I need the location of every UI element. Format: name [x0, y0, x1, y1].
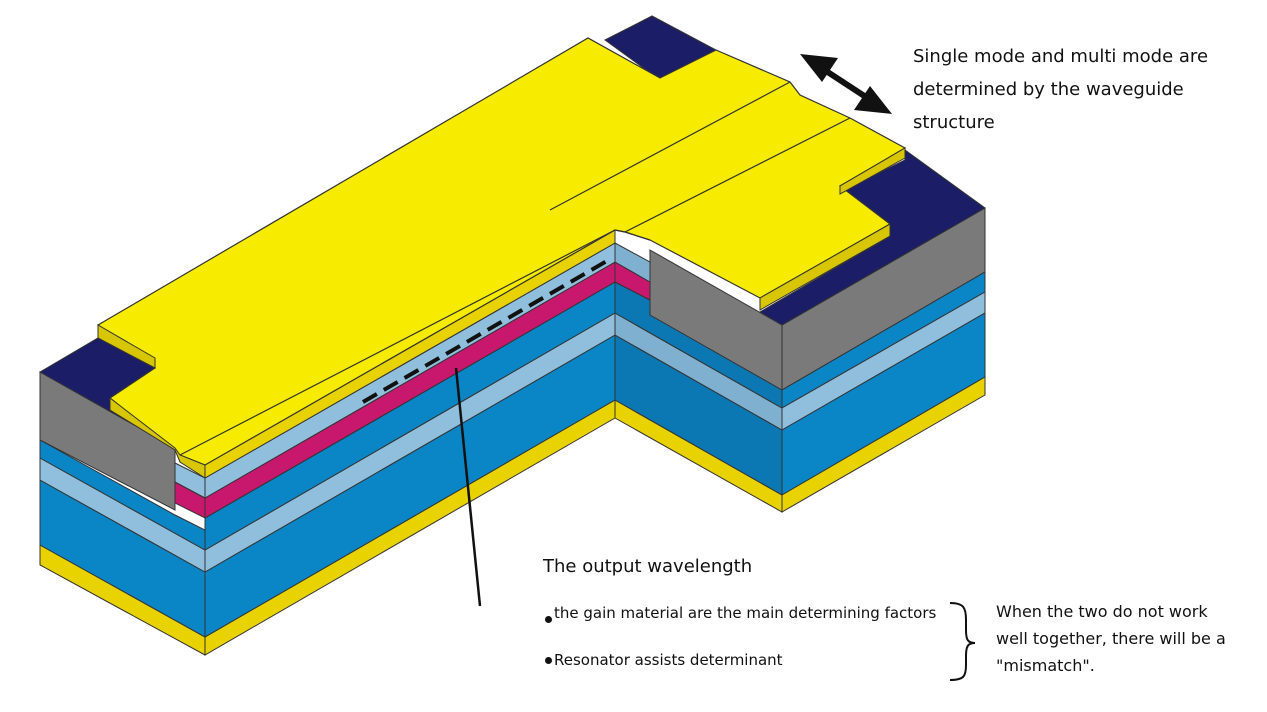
bullet-dot-icon — [545, 616, 552, 623]
mismatch-annotation: When the two do not work well together, … — [996, 598, 1226, 679]
waveguide-annotation-line-3: structure — [913, 112, 995, 133]
waveguide-annotation-line-2: determined by the waveguide — [913, 79, 1184, 100]
gold-pad-edge-front — [109, 396, 206, 479]
bullet-resonator: Resonator assists determinant — [545, 651, 783, 669]
double-arrow-icon — [800, 54, 892, 114]
waveguide-annotation-line-1: Single mode and multi mode are — [913, 46, 1209, 67]
ridge-divider-1 — [549, 81, 791, 211]
gold-pad-edge-left — [97, 324, 156, 369]
substrate-gold-right-side — [781, 376, 986, 513]
bullet-text-1: the gain material are the main determini… — [554, 604, 937, 622]
ridge-stripe-line-1 — [179, 229, 651, 456]
output-wavelength-title: The output wavelength — [543, 556, 753, 577]
waveguide-annotation: Single mode and multi mode are determine… — [913, 40, 1208, 139]
right-brace-icon — [949, 602, 976, 681]
ridge-divider-2 — [624, 117, 851, 233]
bullet-dot-icon — [545, 657, 552, 664]
pointer-line — [454, 367, 482, 607]
bullet-gain-material: the gain material are the main determini… — [545, 604, 937, 623]
gold-pad-edge-right — [759, 223, 891, 311]
mismatch-line-2: well together, there will be a — [996, 629, 1226, 648]
gold-pad-edge-right2 — [839, 147, 906, 195]
mismatch-line-1: When the two do not work — [996, 602, 1208, 621]
mismatch-line-3: "mismatch". — [996, 656, 1095, 675]
bullet-text-2: Resonator assists determinant — [554, 651, 783, 669]
